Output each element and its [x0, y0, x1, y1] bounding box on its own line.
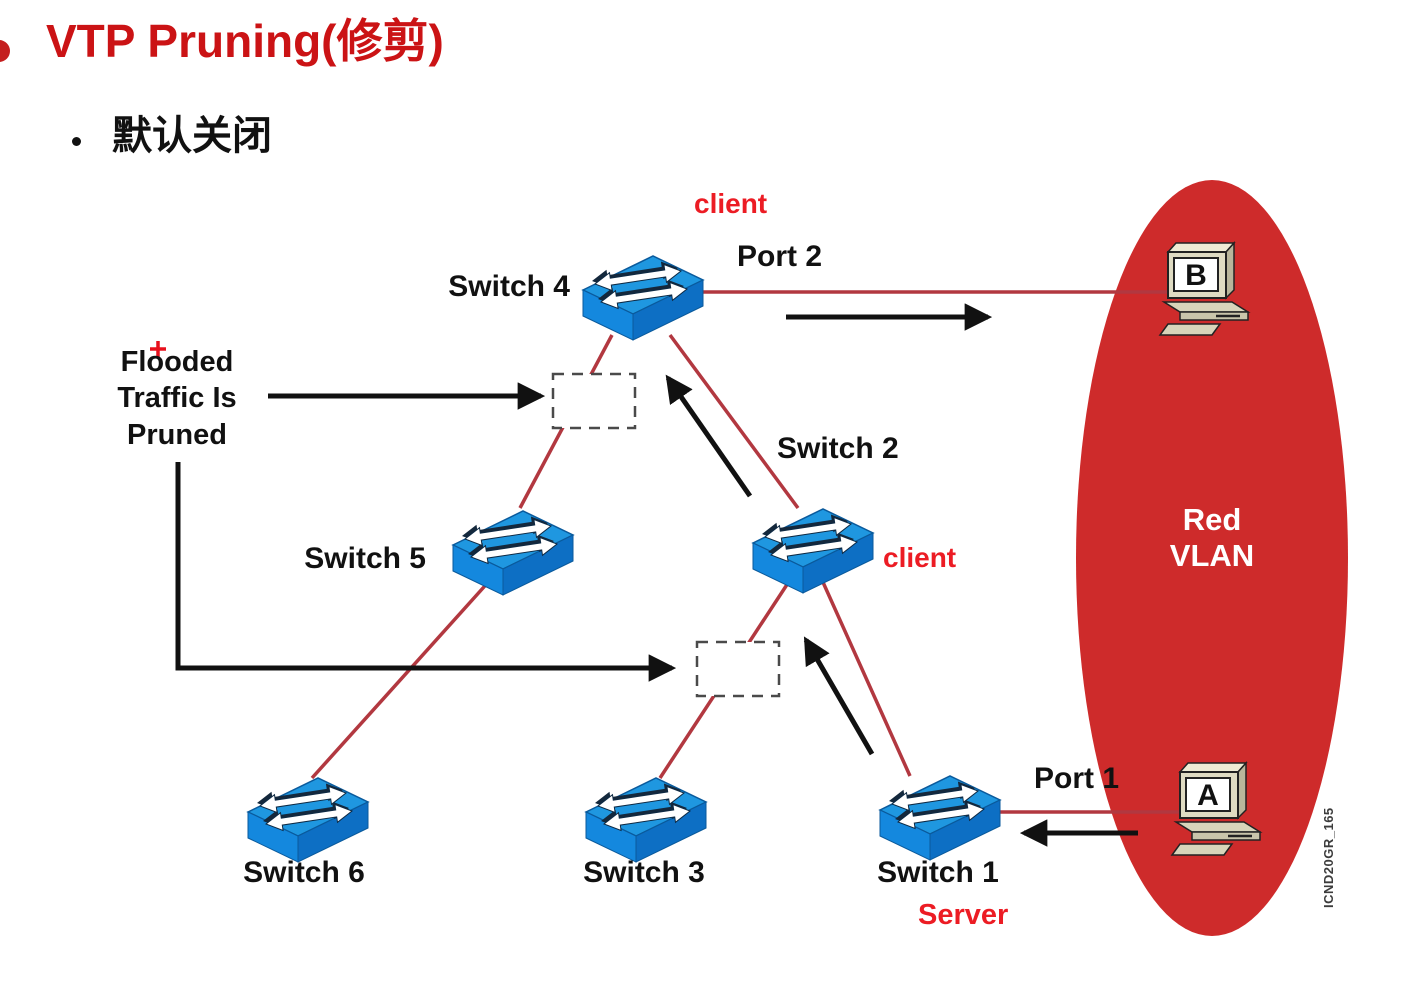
- client-label-switch2: client: [883, 542, 957, 573]
- link-switch2-switch1: [820, 579, 912, 777]
- trunk-links: [310, 290, 1185, 814]
- port2-label: Port 2: [737, 240, 823, 273]
- traffic-arrow-switch1-to-switch2: [803, 636, 875, 756]
- link-switch4-switch2: [668, 333, 800, 510]
- cursor-plus-mark: [150, 341, 166, 357]
- client-label-switch4: client: [694, 188, 768, 219]
- red-vlan-line2: VLAN: [1169, 537, 1255, 573]
- switch-3-icon: [585, 777, 707, 863]
- link-switch5-switch6: [310, 576, 494, 780]
- figure-watermark: ICND20GR_165: [1321, 807, 1336, 908]
- switch3-label: Switch 3: [583, 856, 705, 889]
- bullet-dot-icon: [72, 137, 81, 146]
- pc-b-letter: B: [1185, 259, 1207, 292]
- flooded-line-1: Flooded: [120, 346, 234, 378]
- switch-6-icon: [247, 777, 369, 863]
- flooded-traffic-caption: Flooded Traffic Is Pruned: [90, 344, 264, 453]
- pruned-box-lower: [695, 640, 781, 698]
- switch-2-icon: [752, 508, 874, 594]
- bullet-text: 默认关闭: [112, 114, 272, 158]
- traffic-arrow-switch2-to-switch4: [665, 374, 753, 498]
- switch-1-icon: [879, 775, 1001, 861]
- title-bullet-icon: [0, 40, 10, 62]
- switch2-label: Switch 2: [777, 432, 899, 465]
- flooded-arrow-lower: [175, 462, 677, 682]
- red-vlan-label: Red VLAN: [1146, 502, 1278, 574]
- pc-a: A: [1170, 761, 1262, 857]
- pc-a-letter: A: [1197, 779, 1219, 812]
- switch6-label: Switch 6: [243, 856, 365, 889]
- page-title: VTP Pruning(修剪): [46, 15, 444, 67]
- switch4-label: Switch 4: [448, 270, 570, 303]
- switch-4-icon: [582, 255, 704, 341]
- server-label: Server: [918, 899, 1009, 931]
- switch1-label: Switch 1: [877, 856, 999, 889]
- red-vlan-ellipse: [1076, 180, 1348, 936]
- port1-label: Port 1: [1034, 762, 1120, 795]
- flooded-line-3: Pruned: [127, 418, 227, 451]
- pruned-box-upper: [551, 372, 637, 430]
- switch-5-icon: [452, 510, 574, 596]
- switch5-label: Switch 5: [304, 542, 426, 575]
- pc-b: B: [1158, 241, 1250, 337]
- flooded-line-2: Traffic Is: [117, 382, 237, 415]
- flow-arrows: [175, 303, 1138, 847]
- red-vlan-line1: Red: [1182, 502, 1242, 537]
